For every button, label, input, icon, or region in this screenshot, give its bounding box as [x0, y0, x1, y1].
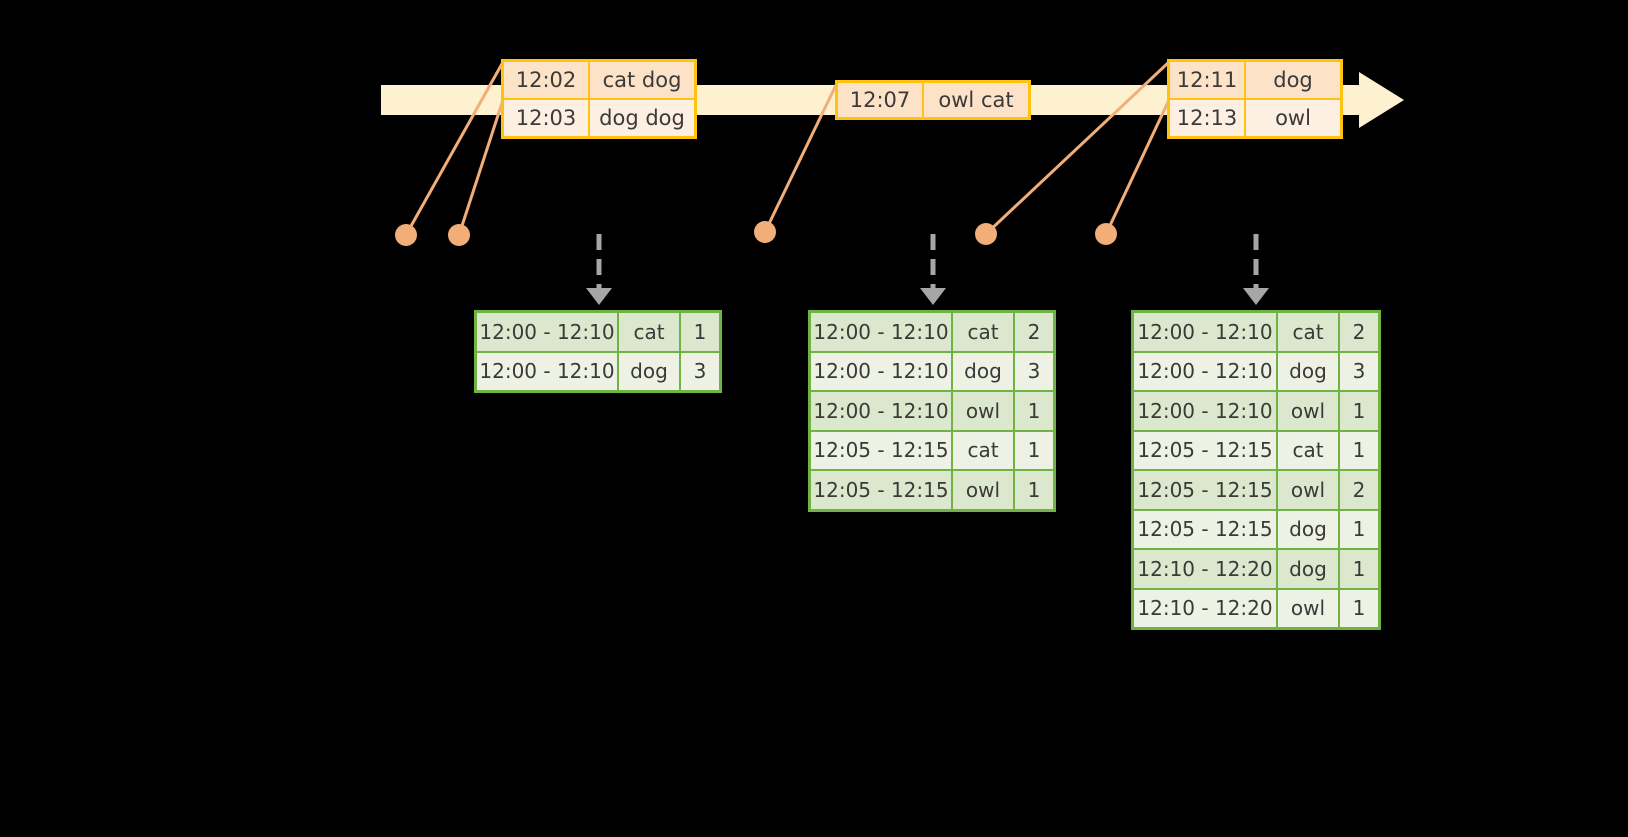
window-cell: 12:00 - 12:10	[477, 352, 619, 390]
key-cell: owl	[953, 471, 1015, 509]
count-cell: 1	[1340, 589, 1378, 627]
count-cell: 3	[681, 352, 719, 390]
window-cell: 12:00 - 12:10	[811, 392, 953, 430]
count-cell: 3	[1340, 352, 1378, 390]
connector-dot-3	[754, 221, 776, 243]
event-words: owl	[1246, 100, 1340, 136]
count-cell: 1	[1340, 510, 1378, 548]
key-cell: cat	[953, 431, 1015, 469]
key-cell: cat	[619, 313, 681, 351]
connector-line-2	[457, 98, 505, 237]
connector-dot-4	[975, 223, 997, 245]
key-cell: owl	[1278, 392, 1340, 430]
key-cell: dog	[1278, 550, 1340, 588]
count-cell: 1	[681, 313, 719, 351]
window-cell: 12:00 - 12:10	[1134, 392, 1278, 430]
key-cell: owl	[1278, 589, 1340, 627]
window-cell: 12:10 - 12:20	[1134, 550, 1278, 588]
count-cell: 1	[1340, 550, 1378, 588]
window-cell: 12:00 - 12:10	[1134, 352, 1278, 390]
key-cell: cat	[1278, 431, 1340, 469]
event-timestamp: 12:11	[1170, 62, 1246, 98]
event-words: cat dog	[590, 62, 694, 98]
window-cell: 12:05 - 12:15	[1134, 510, 1278, 548]
count-cell: 1	[1015, 471, 1053, 509]
count-cell: 3	[1015, 352, 1053, 390]
window-cell: 12:00 - 12:10	[477, 313, 619, 351]
count-cell: 1	[1015, 431, 1053, 469]
key-cell: dog	[953, 352, 1015, 390]
window-cell: 12:05 - 12:15	[1134, 471, 1278, 509]
window-cell: 12:05 - 12:15	[1134, 431, 1278, 469]
count-cell: 1	[1015, 392, 1053, 430]
event-words: dog dog	[590, 100, 694, 136]
event-words: owl cat	[924, 83, 1028, 117]
window-cell: 12:10 - 12:20	[1134, 589, 1278, 627]
event-timestamp: 12:02	[504, 62, 590, 98]
count-cell: 2	[1340, 313, 1378, 351]
connector-dot-1	[395, 224, 417, 246]
connector-line-5	[1104, 98, 1171, 236]
event-timestamp: 12:03	[504, 100, 590, 136]
key-cell: dog	[619, 352, 681, 390]
connector-line-1	[404, 60, 505, 237]
key-cell: owl	[953, 392, 1015, 430]
dashed-arrow-1-head	[586, 288, 612, 305]
window-cell: 12:00 - 12:10	[811, 313, 953, 351]
key-cell: dog	[1278, 510, 1340, 548]
count-cell: 1	[1340, 431, 1378, 469]
connector-dot-2	[448, 224, 470, 246]
window-cell: 12:00 - 12:10	[1134, 313, 1278, 351]
dashed-arrow-3-head	[1243, 288, 1269, 305]
key-cell: dog	[1278, 352, 1340, 390]
count-cell: 2	[1340, 471, 1378, 509]
window-cell: 12:05 - 12:15	[811, 431, 953, 469]
window-cell: 12:00 - 12:10	[811, 352, 953, 390]
key-cell: cat	[953, 313, 1015, 351]
connector-dot-5	[1095, 223, 1117, 245]
key-cell: owl	[1278, 471, 1340, 509]
window-cell: 12:05 - 12:15	[811, 471, 953, 509]
count-cell: 2	[1015, 313, 1053, 351]
event-timestamp: 12:13	[1170, 100, 1246, 136]
connector-line-3	[763, 81, 839, 234]
count-cell: 1	[1340, 392, 1378, 430]
event-timestamp: 12:07	[838, 83, 924, 117]
event-words: dog	[1246, 62, 1340, 98]
key-cell: cat	[1278, 313, 1340, 351]
dashed-arrow-2-head	[920, 288, 946, 305]
